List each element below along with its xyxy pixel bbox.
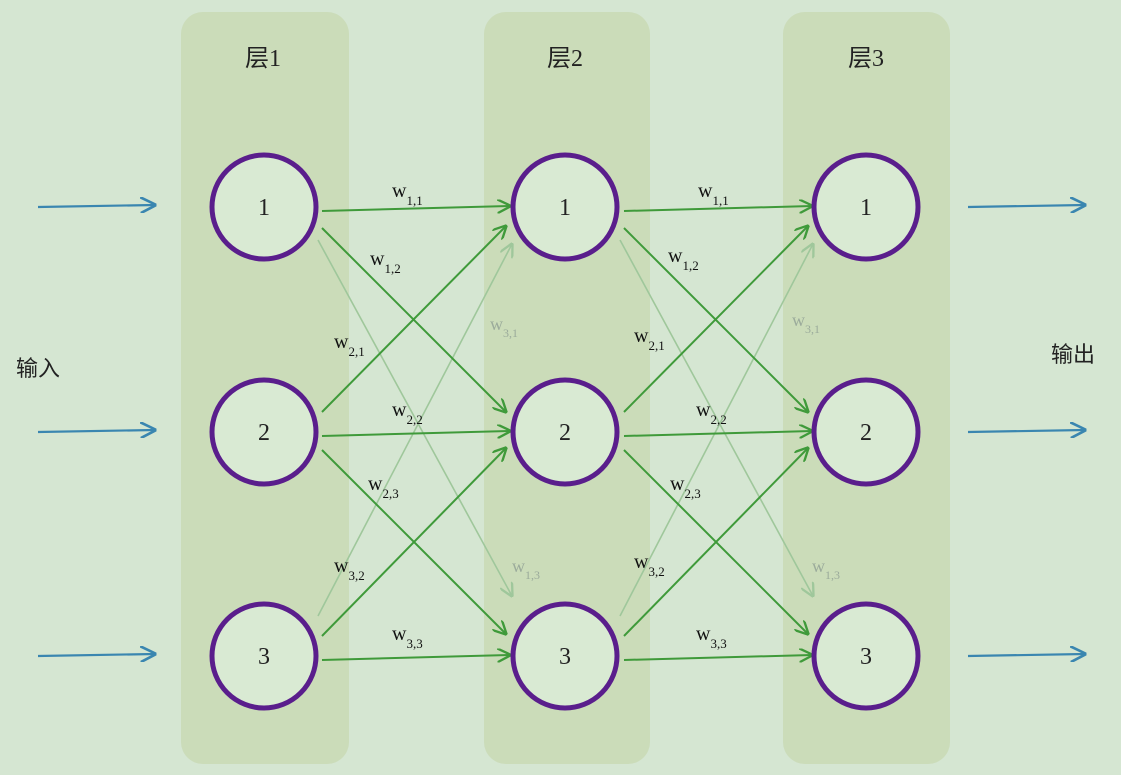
node-l2-1 xyxy=(510,152,620,262)
edge-faint-l2-1-3 xyxy=(619,239,813,596)
weight-label-l2-w22: w2,2 xyxy=(696,399,727,427)
node-l1-1-label: 1 xyxy=(258,195,270,221)
edge-l1-3-to-l2-2 xyxy=(321,448,506,637)
node-l1-1 xyxy=(209,152,319,262)
node-l3-3-label: 3 xyxy=(860,644,872,670)
weight-label-l2-w11: w1,1 xyxy=(698,180,729,208)
output-arrow-3 xyxy=(967,654,1085,656)
edge-l2-2-to-l3-2 xyxy=(623,431,812,436)
output-arrow-1 xyxy=(967,205,1085,207)
node-l3-3 xyxy=(811,601,921,711)
edge-l1-2-to-l2-2 xyxy=(321,431,510,436)
node-l2-3 xyxy=(510,601,620,711)
node-l1-2 xyxy=(209,377,319,487)
node-l3-2-label: 2 xyxy=(860,420,872,446)
input-arrow-3 xyxy=(37,654,155,656)
input-label: 输入 xyxy=(16,357,60,382)
edge-l1-1-to-l2-1 xyxy=(321,206,510,211)
weight-label-l1-w23: w2,3 xyxy=(368,473,399,501)
edge-l2-1-to-l3-1 xyxy=(623,206,812,211)
edge-l2-3-to-l3-2 xyxy=(623,448,808,637)
layer-1-title: 层1 xyxy=(245,46,281,72)
weight-label-l1-w11: w1,1 xyxy=(392,180,423,208)
weight-label-l2-w23: w2,3 xyxy=(670,473,701,501)
node-l2-2 xyxy=(510,377,620,487)
edge-l2-2-to-l3-1 xyxy=(623,226,808,413)
edge-l1-3-to-l2-3 xyxy=(321,655,510,660)
edge-faint-l1-3-1 xyxy=(317,244,512,617)
edge-faint-l2-3-1 xyxy=(619,244,813,617)
layer-3-title: 层3 xyxy=(848,46,884,72)
edge-l2-3-to-l3-3 xyxy=(623,655,812,660)
node-l1-3 xyxy=(209,601,319,711)
node-l3-1 xyxy=(811,152,921,262)
edge-l1-2-to-l2-1 xyxy=(321,226,506,413)
node-l2-2-label: 2 xyxy=(559,420,571,446)
node-l3-1-label: 1 xyxy=(860,195,872,221)
output-arrow-2 xyxy=(967,430,1085,432)
weight-label-l1-w33: w3,3 xyxy=(392,623,423,651)
edge-faint-l1-1-3 xyxy=(317,239,512,596)
input-arrow-1 xyxy=(37,205,155,207)
node-l2-1-label: 1 xyxy=(559,195,571,221)
weight-label-l2-w33: w3,3 xyxy=(696,623,727,651)
node-l2-3-label: 3 xyxy=(559,644,571,670)
layer-2-title: 层2 xyxy=(547,46,583,72)
weight-label-l1-w12: w1,2 xyxy=(370,248,401,276)
output-label: 输出 xyxy=(1051,343,1095,368)
node-l1-3-label: 3 xyxy=(258,644,270,670)
weight-label-l2-w12: w1,2 xyxy=(668,245,699,273)
node-l1-2-label: 2 xyxy=(258,420,270,446)
node-l3-2 xyxy=(811,377,921,487)
input-arrow-2 xyxy=(37,430,155,432)
